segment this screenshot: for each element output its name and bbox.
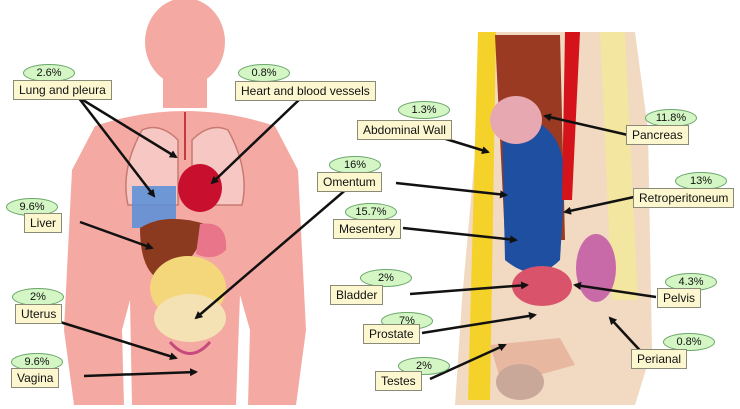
retroperitoneum-percent-bubble: 13% bbox=[675, 172, 727, 190]
uterus-illustration bbox=[168, 340, 212, 355]
sagittal-section-illustration bbox=[455, 32, 652, 405]
pancreas-label: Pancreas bbox=[626, 125, 689, 145]
uterus-label: Uterus bbox=[15, 304, 63, 324]
vagina-label: Vagina bbox=[11, 368, 60, 388]
lung-and-pleura-label: Lung and pleura bbox=[13, 80, 112, 100]
abdominal-wall-label: Abdominal Wall bbox=[357, 120, 452, 140]
intestine-illustration bbox=[154, 294, 226, 342]
lungs bbox=[125, 112, 245, 206]
abdominal-wall-percent-bubble: 1.3% bbox=[398, 101, 450, 119]
heart-percent-bubble: 0.8% bbox=[238, 64, 290, 82]
perianal-percent-bubble: 0.8% bbox=[663, 333, 715, 351]
pelvis-label: Pelvis bbox=[657, 288, 702, 308]
bladder-percent-bubble: 2% bbox=[360, 269, 412, 287]
liver-percent-bubble: 9.6% bbox=[6, 198, 58, 216]
testes-percent-bubble: 2% bbox=[398, 357, 450, 375]
omentum-label: Omentum bbox=[317, 172, 382, 192]
stomach-illustration bbox=[196, 223, 227, 258]
heart-and-blood-vessels-label: Heart and blood vessels bbox=[235, 81, 376, 101]
liver-illustration bbox=[140, 218, 205, 280]
heart-illustration bbox=[178, 164, 222, 212]
pancreas-percent-bubble: 11.8% bbox=[645, 109, 697, 127]
liver-label: Liver bbox=[24, 213, 63, 233]
testes-label: Testes bbox=[375, 371, 422, 391]
prostate-label: Prostate bbox=[363, 324, 420, 344]
perianal-label: Perianal bbox=[631, 349, 688, 369]
arrows bbox=[59, 95, 657, 381]
retroperitoneum-label: Retroperitoneum bbox=[633, 188, 735, 208]
bladder-label: Bladder bbox=[330, 285, 384, 305]
mesentery-label: Mesentery bbox=[333, 219, 402, 239]
